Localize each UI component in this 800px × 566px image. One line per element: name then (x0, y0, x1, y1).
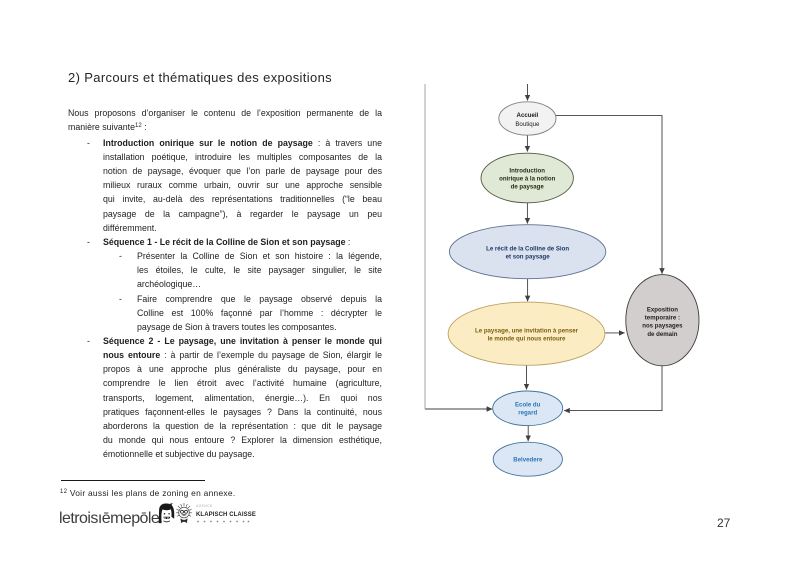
svg-text:Accueil: Accueil (517, 112, 539, 119)
svg-text:temporaire :: temporaire : (645, 315, 680, 322)
svg-text:Boutique: Boutique (515, 121, 540, 128)
svg-text:Ecole du: Ecole du (515, 402, 541, 409)
svg-text:et son paysage: et son paysage (506, 254, 551, 261)
svg-text:de paysage: de paysage (511, 184, 545, 191)
svg-text:nos paysages: nos paysages (642, 323, 683, 330)
svg-text:Introduction: Introduction (509, 167, 545, 174)
svg-text:le monde qui nous entoure: le monde qui nous entoure (488, 336, 566, 343)
svg-text:de demain: de demain (647, 331, 677, 338)
svg-text:onirique à la notion: onirique à la notion (499, 176, 555, 183)
svg-text:Exposition: Exposition (647, 306, 678, 313)
svg-text:regard: regard (518, 410, 537, 417)
svg-text:Le récit de la Colline de Sion: Le récit de la Colline de Sion (486, 245, 569, 252)
svg-text:Le paysage, une invitation à p: Le paysage, une invitation à penser (475, 327, 579, 334)
svg-text:Belvedere: Belvedere (513, 457, 543, 464)
